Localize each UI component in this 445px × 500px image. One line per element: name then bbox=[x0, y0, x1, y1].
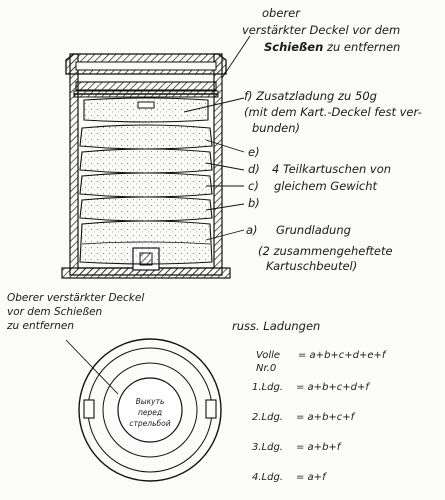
charge-row-formula: = a+b+f bbox=[296, 442, 341, 453]
upper-cover-label-line3: Schießen zu entfernen bbox=[264, 41, 400, 54]
upper-cover-label-line1: oberer bbox=[262, 6, 300, 20]
charge-row-label: 4.Ldg. bbox=[252, 472, 283, 483]
charge-b-label: b) bbox=[248, 196, 260, 210]
base-charge-note-line1: (2 zusammengeheftete bbox=[258, 244, 393, 258]
remove-phrase: zu entfernen bbox=[323, 40, 401, 54]
charge-a-label: a) bbox=[246, 223, 258, 237]
charge-row-label: 3.Ldg. bbox=[252, 442, 283, 453]
charge-e bbox=[79, 124, 213, 150]
charge-f-label-line1: f) Zusatzladung zu 50g bbox=[244, 89, 377, 103]
charge-d-label: d) bbox=[248, 162, 260, 176]
cover-russian-line3: стрельбой bbox=[129, 419, 171, 428]
upper-cover-label-line2: verstärkter Deckel vor dem bbox=[242, 23, 401, 37]
charge-a bbox=[79, 220, 213, 265]
base-charge-note-line2: Kartuschbeutel) bbox=[266, 259, 358, 273]
charge-d bbox=[79, 148, 213, 174]
partial-charges-label-line1: 4 Teilkartuschen von bbox=[272, 162, 392, 176]
leader-lines bbox=[183, 35, 251, 241]
charge-f-label-line3: bunden) bbox=[252, 121, 301, 135]
charge-f bbox=[83, 97, 209, 123]
charge-row-formula: = a+b+c+d+e+f bbox=[298, 350, 386, 361]
remove-cover-label-line3: zu entfernen bbox=[7, 320, 74, 332]
cartridge-cover bbox=[73, 81, 219, 98]
charge-e-label: e) bbox=[248, 145, 260, 159]
charge-row-formula: = a+b+c+f bbox=[296, 412, 355, 423]
charge-row-label: Volle bbox=[256, 350, 281, 361]
shooting-word: Schießen bbox=[264, 40, 324, 54]
charge-c bbox=[79, 172, 213, 198]
charge-row-label: Nr.0 bbox=[256, 363, 277, 374]
charges-title: russ. Ladungen bbox=[232, 319, 321, 333]
charge-row-label: 2.Ldg. bbox=[252, 412, 283, 423]
charge-b bbox=[79, 196, 213, 222]
base-charge-label: Grundladung bbox=[276, 223, 351, 237]
charge-row-label: 1.Ldg. bbox=[252, 382, 283, 393]
remove-cover-label-line2: vor dem Schießen bbox=[7, 306, 103, 318]
reinforced-top-cover bbox=[65, 53, 227, 75]
charge-row-formula: = a+f bbox=[296, 472, 326, 483]
charge-row-formula: = a+b+c+d+f bbox=[296, 382, 369, 393]
remove-cover-label-line1: Oberer verstärkter Deckel bbox=[7, 292, 145, 304]
charge-f-label-line2: (mit dem Kart.-Deckel fest ver- bbox=[244, 105, 422, 119]
cover-top-view bbox=[65, 338, 222, 482]
charge-c-label: c) bbox=[248, 179, 259, 193]
cover-russian-line2: перед bbox=[137, 408, 163, 417]
cover-russian-line1: Выкуть bbox=[135, 397, 165, 406]
partial-charges-label-line2: gleichem Gewicht bbox=[274, 179, 378, 193]
